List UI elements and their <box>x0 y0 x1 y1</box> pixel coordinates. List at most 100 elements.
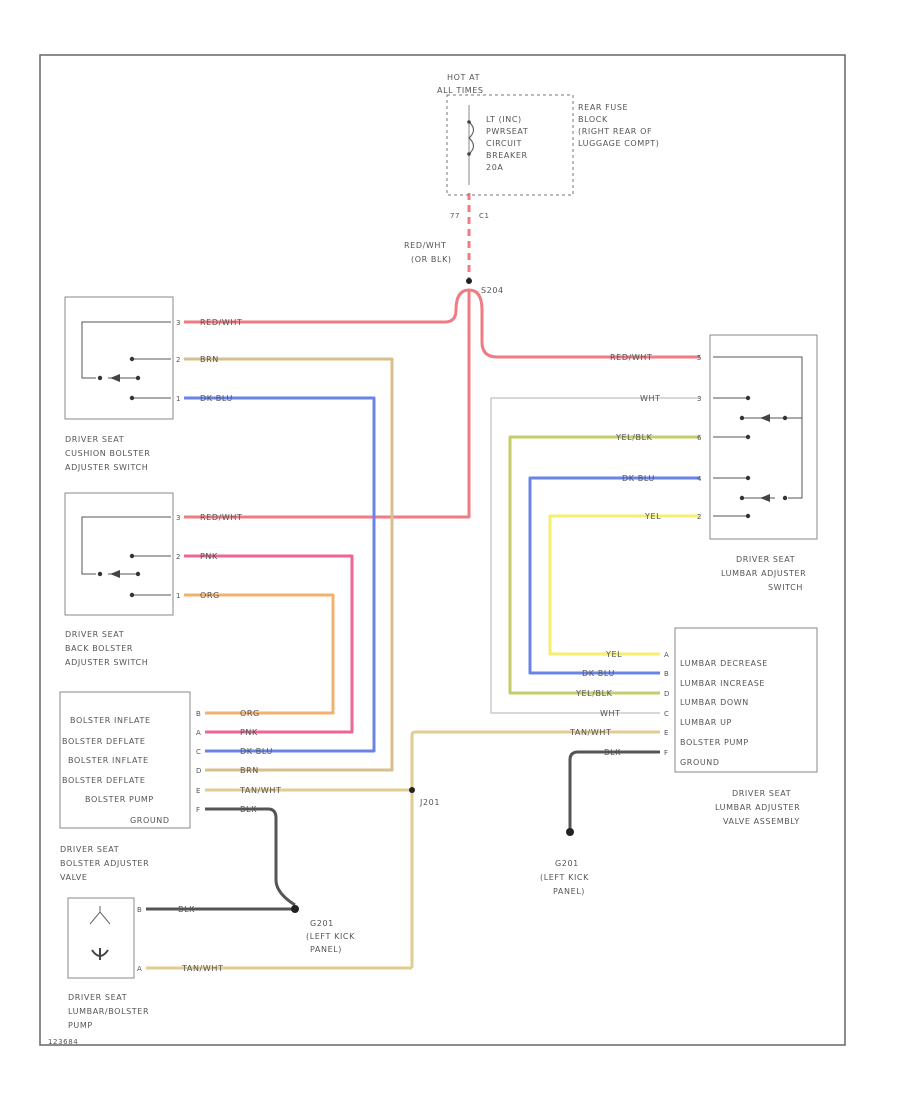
lumbar-switch-wire-red-wht: RED/WHT <box>610 353 652 362</box>
cushion-switch-name-1: DRIVER SEAT <box>65 435 124 444</box>
lumbar-valve-row-1: LUMBAR DECREASE <box>680 659 768 668</box>
power-pin-left: 77 <box>450 212 460 220</box>
lumbar-switch-pin-4: 4 <box>697 475 702 483</box>
back-switch-name-2: BACK BOLSTER <box>65 644 133 653</box>
valve-pin-c: C <box>196 748 202 756</box>
rear-fuse-block: HOT AT ALL TIMES LT (INC) PWRSEAT CIRCUI… <box>404 73 659 295</box>
pump-wire-blk: BLK <box>178 905 195 914</box>
lumbar-adjuster-switch: 5 3 6 4 2 RED/WHT WHT YEL/BLK DK BLU YEL… <box>610 334 818 592</box>
valve-pin-a: A <box>196 729 201 737</box>
lumbar-switch-name-1: DRIVER SEAT <box>736 555 795 564</box>
cushion-wire-brn: BRN <box>200 355 219 364</box>
wire-tan-main <box>410 730 660 968</box>
bolster-valve-name-3: VALVE <box>60 873 88 882</box>
cushion-pin-1: 1 <box>176 395 181 403</box>
lumbar-switch-wire-dk-blu: DK BLU <box>622 474 655 483</box>
valve-wire-org: ORG <box>240 709 260 718</box>
bolster-valve-name-1: DRIVER SEAT <box>60 845 119 854</box>
lumbar-valve-name-3: VALVE ASSEMBLY <box>723 817 800 826</box>
lumbar-switch-wire-wht: WHT <box>640 394 661 403</box>
lumbar-switch-pin-3: 3 <box>697 395 702 403</box>
lumbar-bolster-pump: B A BLK TAN/WHT DRIVER SEAT LUMBAR/BOLST… <box>67 897 223 1030</box>
power-wire-label-2: (OR BLK) <box>411 255 452 264</box>
valve-pin-d: D <box>196 767 202 775</box>
lumbar-valve-wire-dk-blu: DK BLU <box>582 669 615 678</box>
ground-right-name-1: G201 <box>555 859 579 868</box>
lumbar-valve-name-1: DRIVER SEAT <box>732 789 791 798</box>
cushion-switch-name-2: CUSHION BOLSTER <box>65 449 150 458</box>
lumbar-switch-name-2: LUMBAR ADJUSTER <box>721 569 806 578</box>
breaker-line-5: 20A <box>486 163 503 172</box>
valve-wire-blk: BLK <box>240 805 257 814</box>
lumbar-switch-wire-yel-blk: YEL/BLK <box>615 433 653 442</box>
all-times-label: ALL TIMES <box>437 86 484 95</box>
back-pin-3: 3 <box>176 514 181 522</box>
wire-blk-lumbar-ground <box>568 750 660 830</box>
ground-left-name-2: (LEFT KICK <box>306 932 355 941</box>
back-pin-2: 2 <box>176 553 181 561</box>
wire-org <box>184 593 335 715</box>
back-wire-pnk: PNK <box>200 552 218 561</box>
wire-dk-blu-bolster <box>184 396 376 753</box>
back-switch-name-1: DRIVER SEAT <box>65 630 124 639</box>
wire-dk-blu-lumbar <box>528 476 700 675</box>
cushion-wire-dk-blu: DK BLU <box>200 394 233 403</box>
cushion-wire-red-wht: RED/WHT <box>200 318 242 327</box>
valve-wire-tan-wht: TAN/WHT <box>239 786 281 795</box>
ground-right-name-2: (LEFT KICK <box>540 873 589 882</box>
lumbar-valve-row-3: LUMBAR DOWN <box>680 698 749 707</box>
figure-code: 123684 <box>48 1038 78 1046</box>
ground-left-name-3: PANEL) <box>310 945 342 954</box>
lumbar-valve-wire-tan-wht: TAN/WHT <box>569 728 611 737</box>
lumbar-adjuster-valve: LUMBAR DECREASE LUMBAR INCREASE LUMBAR D… <box>569 627 818 826</box>
lumbar-switch-pin-6: 6 <box>697 434 702 442</box>
valve-row-6: GROUND <box>130 816 170 825</box>
valve-pin-e: E <box>196 787 201 795</box>
cushion-switch-name-3: ADJUSTER SWITCH <box>65 463 148 472</box>
back-wire-red-wht: RED/WHT <box>200 513 242 522</box>
wire-brn <box>184 357 394 772</box>
breaker-line-1: LT (INC) <box>486 115 522 124</box>
power-wire-label: RED/WHT <box>404 241 446 250</box>
wire-yel-blk <box>508 435 700 695</box>
valve-pin-f: F <box>196 806 201 814</box>
lumbar-valve-pin-b: B <box>664 670 669 678</box>
lumbar-valve-pin-d: D <box>664 690 670 698</box>
lumbar-switch-pin-2: 2 <box>697 513 702 521</box>
wire-pnk <box>184 554 354 734</box>
fuse-block-line-3: (RIGHT REAR OF <box>578 127 652 136</box>
cushion-bolster-switch: 3 2 1 RED/WHT BRN DK BLU DRIVER SEAT CUS… <box>64 296 242 472</box>
back-pin-1: 1 <box>176 592 181 600</box>
diagram-frame <box>39 54 846 1046</box>
power-pin-right: C1 <box>479 212 490 220</box>
bolster-adjuster-valve: BOLSTER INFLATE BOLSTER DEFLATE BOLSTER … <box>59 691 439 882</box>
lumbar-valve-row-4: LUMBAR UP <box>680 718 732 727</box>
lumbar-valve-pin-c: C <box>664 710 670 718</box>
pump-name-1: DRIVER SEAT <box>68 993 127 1002</box>
cushion-pin-2: 2 <box>176 356 181 364</box>
valve-row-4: BOLSTER DEFLATE <box>62 776 145 785</box>
wire-red-wht-cushion-lumbar <box>184 288 700 359</box>
valve-wire-dk-blu: DK BLU <box>240 747 273 756</box>
pump-pin-b: B <box>137 906 142 914</box>
ground-g201-right <box>566 828 574 836</box>
lumbar-switch-pin-5: 5 <box>697 354 702 362</box>
lumbar-valve-row-6: GROUND <box>680 758 720 767</box>
lumbar-switch-name-3: SWITCH <box>768 583 803 592</box>
breaker-line-2: PWRSEAT <box>486 127 528 136</box>
valve-wire-brn: BRN <box>240 766 259 775</box>
valve-row-3: BOLSTER INFLATE <box>68 756 149 765</box>
valve-row-1: BOLSTER INFLATE <box>70 716 151 725</box>
wires <box>146 193 700 970</box>
lumbar-valve-wire-yel-blk: YEL/BLK <box>575 689 613 698</box>
lumbar-valve-row-5: BOLSTER PUMP <box>680 738 749 747</box>
valve-row-2: BOLSTER DEFLATE <box>62 737 145 746</box>
pump-pin-a: A <box>137 965 142 973</box>
ground-right-name-3: PANEL) <box>553 887 585 896</box>
wire-blk-valve-ground <box>205 807 296 907</box>
fuse-block-line-1: REAR FUSE <box>578 103 628 112</box>
splice-s204-label: S204 <box>481 286 504 295</box>
fuse-block-line-2: BLOCK <box>578 115 608 124</box>
wire-red-wht-back <box>184 290 471 519</box>
